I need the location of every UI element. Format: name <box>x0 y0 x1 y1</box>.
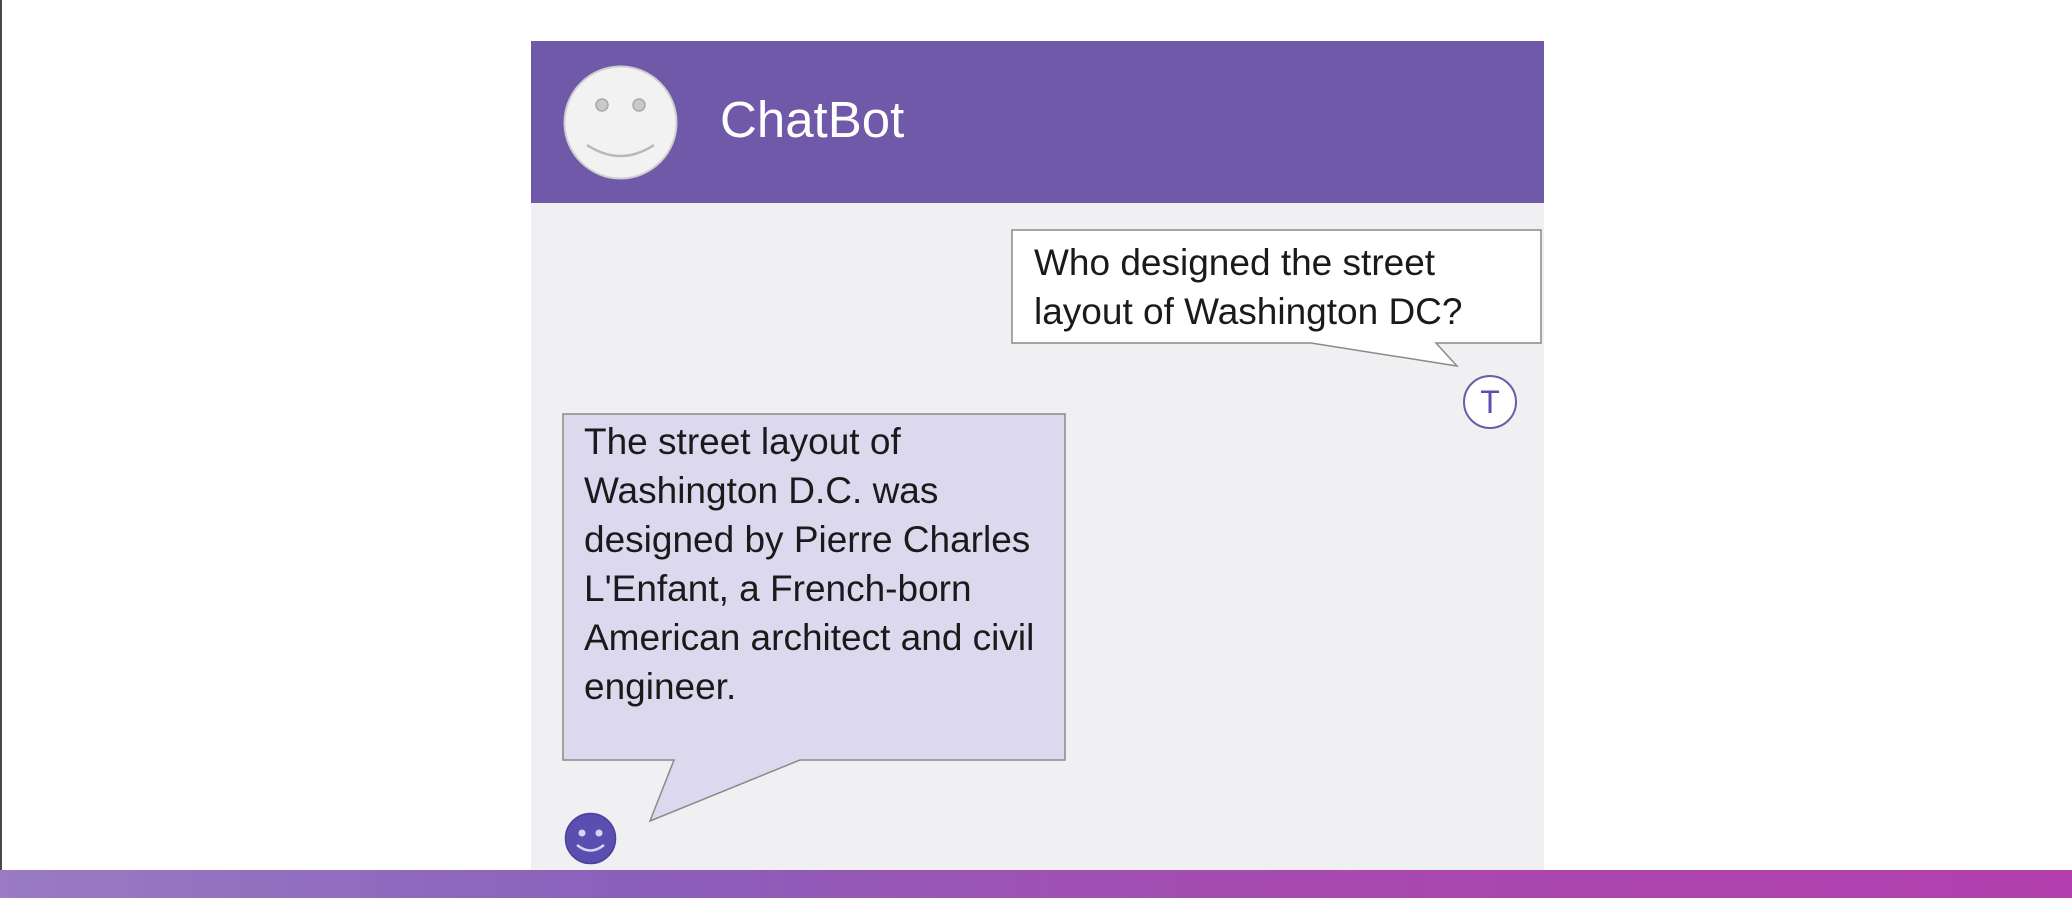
bot-message-bubble <box>562 413 1066 823</box>
user-avatar-letter: T <box>1480 384 1500 420</box>
user-message-bubble <box>1011 229 1542 368</box>
bottom-gradient-band <box>0 870 2072 898</box>
chat-window: ChatBot Who designed the street layout o… <box>531 41 1544 870</box>
bot-message-text: The street layout of Washington D.C. was… <box>584 421 1035 707</box>
user-message-text: Who designed the street layout of Washin… <box>1034 242 1463 332</box>
bot-avatar-small <box>564 812 617 865</box>
bot-avatar-large <box>563 65 678 180</box>
chat-header: ChatBot <box>531 41 1544 203</box>
left-edge-divider <box>0 0 2 898</box>
user-avatar: T <box>1463 375 1517 429</box>
chat-title: ChatBot <box>720 91 905 148</box>
